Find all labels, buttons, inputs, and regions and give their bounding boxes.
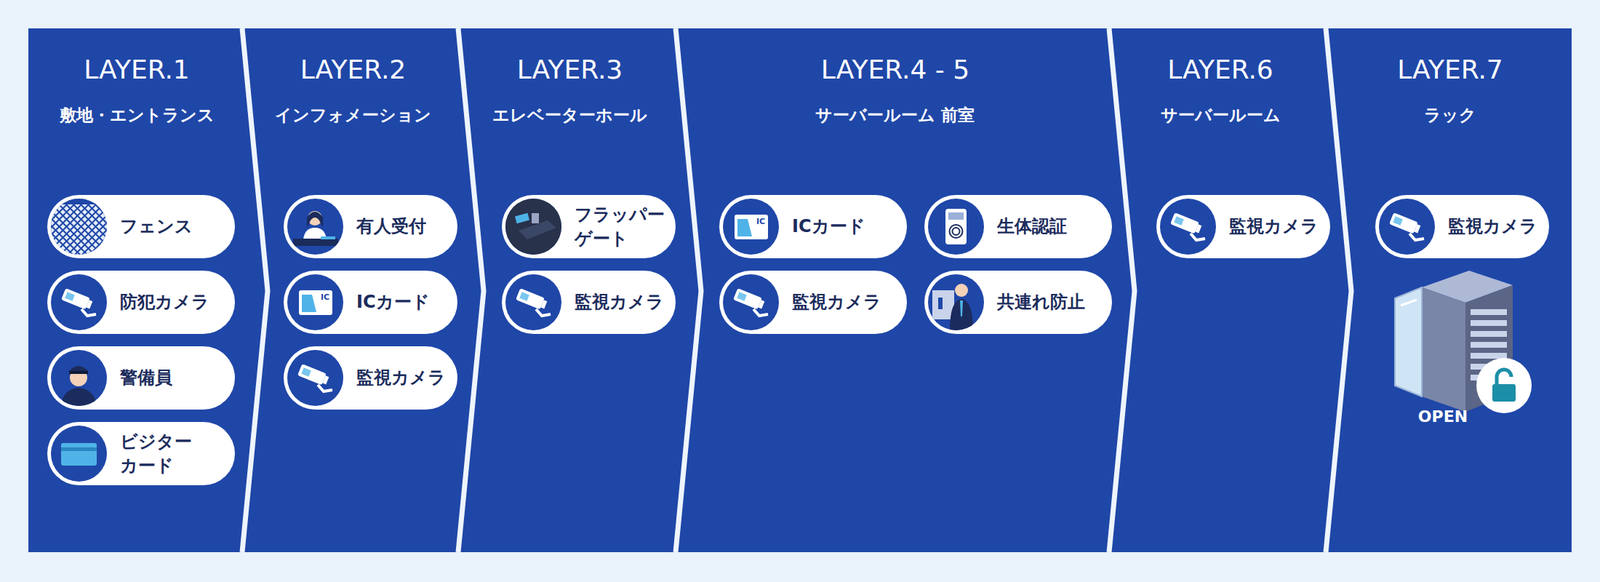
measure-pill: 警備員 [47, 346, 235, 410]
layer-subtitle: サーバールーム 前室 [678, 104, 1112, 127]
measure-icon [50, 425, 107, 482]
layer-panel: LAYER.2 インフォメーション有人受付 IC ICカード監視カメラ [245, 28, 462, 552]
measure-label: 防犯カメラ [120, 270, 210, 334]
measure-pill: 監視カメラ [1156, 194, 1331, 259]
measure-icon [928, 198, 984, 255]
layer-panel: LAYER.6 サーバールーム監視カメラ [1112, 28, 1329, 552]
measure-icon [50, 198, 107, 255]
measure-label: 監視カメラ [574, 270, 664, 334]
measure-pill: 生体認証 [924, 194, 1112, 259]
measure-label: ICカード [792, 194, 866, 259]
layer-title: LAYER.4 - 5 [678, 54, 1112, 85]
layer-title: LAYER.1 [28, 54, 246, 85]
measure-icon [928, 274, 984, 331]
measure-pill: 監視カメラ [719, 270, 907, 334]
layer-panel: LAYER.1 敷地・エントランスフェンス防犯カメラ警備員ビジター カード [28, 28, 246, 552]
measure-icon [50, 349, 107, 406]
layer-subtitle: サーバールーム [1112, 104, 1329, 127]
measure-icon [50, 274, 107, 331]
measure-pill: IC ICカード [719, 194, 907, 259]
measure-icon: IC [722, 198, 779, 255]
layer-title: LAYER.6 [1112, 54, 1329, 85]
measure-icon [505, 198, 562, 255]
open-label: OPEN [1418, 407, 1468, 426]
measure-label: 監視カメラ [1448, 194, 1538, 259]
measure-icon [1160, 198, 1216, 255]
layer-subtitle: ラック [1328, 104, 1572, 127]
measure-pill: フェンス [47, 194, 235, 259]
layer-title: LAYER.2 [245, 54, 462, 85]
measure-label: ICカード [356, 270, 430, 334]
measure-label: 生体認証 [997, 194, 1067, 259]
measure-icon [722, 274, 779, 331]
measure-pill: 防犯カメラ [47, 270, 235, 334]
measure-pill: IC ICカード [283, 270, 458, 334]
measure-pill: 監視カメラ [1375, 194, 1550, 259]
measure-icon [1378, 198, 1435, 255]
measure-label: 有人受付 [356, 194, 427, 259]
measure-label: ビジター カード [120, 421, 227, 486]
measure-label: 監視カメラ [356, 346, 446, 410]
layer-title: LAYER.7 [1328, 54, 1572, 85]
layer-title: LAYER.3 [461, 54, 679, 85]
measure-icon [287, 349, 344, 406]
measure-label: 監視カメラ [792, 270, 882, 334]
layer-subtitle: エレベーターホール [461, 104, 679, 127]
ic-mark: IC [756, 216, 766, 227]
measure-pill: 監視カメラ [283, 346, 458, 410]
measure-label: 共連れ防止 [997, 270, 1086, 334]
measure-pill: 有人受付 [283, 194, 458, 259]
measure-icon [505, 274, 562, 331]
layer-subtitle: インフォメーション [245, 104, 462, 127]
measure-pill: 監視カメラ [501, 270, 676, 334]
measure-label: 警備員 [120, 346, 173, 410]
measure-pill: 共連れ防止 [924, 270, 1112, 334]
measure-pill: ビジター カード [47, 421, 235, 486]
ic-mark: IC [320, 292, 330, 302]
layer-panel: LAYER.4 - 5 サーバールーム 前室 IC ICカード 生体認証監視カメラ 共連れ… [678, 28, 1112, 552]
measure-label: フェンス [120, 194, 193, 259]
measure-icon: IC [287, 274, 344, 331]
measure-icon [287, 198, 344, 255]
measure-label: フラッパー ゲート [574, 194, 667, 259]
layer-panel: LAYER.7 ラック監視カメラ [1328, 28, 1572, 552]
layer-panel: LAYER.3 エレベーターホールフラッパー ゲート監視カメラ [461, 28, 679, 552]
measure-label: 監視カメラ [1229, 194, 1319, 259]
measure-pill: フラッパー ゲート [501, 194, 676, 259]
layer-subtitle: 敷地・エントランス [28, 104, 246, 127]
